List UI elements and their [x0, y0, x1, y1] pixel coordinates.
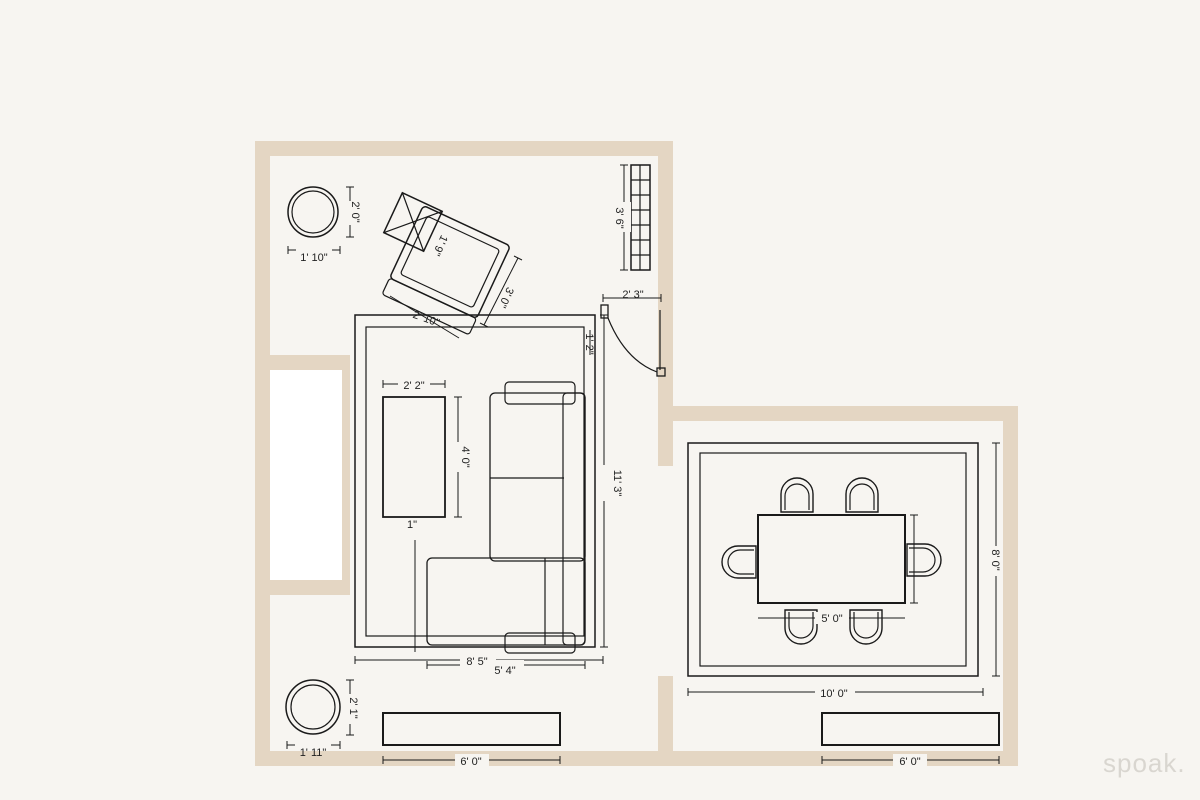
dim-side-table-bottom-h: 2' 1": [347, 697, 359, 718]
living-rug-outer: [354, 314, 596, 648]
dining-chair: [784, 609, 818, 645]
dim-door-w: 2' 3": [622, 289, 643, 301]
dining-rug-outer: [687, 442, 979, 677]
dim-side-table-top-w: 1' 10": [300, 252, 328, 264]
dining-chair: [906, 543, 942, 577]
side-table-bottom-inner: [290, 684, 336, 730]
side-table-top-inner: [291, 190, 335, 234]
armchair: [382, 206, 510, 335]
dim-coffee-w: 2' 2": [403, 380, 424, 392]
dim-chair-d: 3' 0": [496, 285, 516, 309]
dim-side-table-top-h: 2' 0": [349, 201, 361, 222]
console-right: [821, 712, 1000, 746]
wall-right: [1003, 406, 1018, 766]
dim-door-gap: 1' 2": [583, 333, 595, 354]
wall-dining-top: [658, 406, 1018, 421]
dining-rug-inner: [699, 452, 967, 667]
side-table-top: [287, 186, 339, 238]
wall-mid-upper: [658, 141, 673, 466]
walls: [255, 141, 1018, 766]
wall-mid-lower: [658, 676, 673, 766]
dining-chair: [721, 545, 757, 579]
dim-rug-h: 11' 3": [611, 470, 623, 497]
dim-rug-w: 8' 5": [466, 656, 487, 668]
dining-table: [757, 514, 906, 604]
wall-left: [255, 141, 270, 766]
side-table-bottom: [285, 679, 341, 735]
dim-dining-table-w: 5' 0": [821, 613, 842, 625]
closet-interior: [270, 370, 342, 580]
dim-sofa-w: 5' 4": [494, 665, 515, 677]
wall-bottom: [255, 751, 1018, 766]
dim-bookshelf-h: 3' 6": [613, 207, 625, 228]
dim-console-left-w: 6' 0": [460, 756, 481, 768]
bookshelf: [630, 164, 651, 271]
dim-side-table-bottom-w: 1' 11": [300, 747, 327, 759]
dining-chairs: [721, 477, 942, 645]
spoak-logo: spoak.: [1103, 748, 1186, 778]
dim-chair-seat: 1' 9": [430, 233, 450, 257]
dining-chair: [845, 477, 879, 513]
coffee-table: [382, 396, 446, 518]
dining-chair: [780, 477, 814, 513]
dim-dining-rug-h: 8' 0": [989, 549, 1001, 570]
living-rug-inner: [365, 326, 585, 637]
furniture: [285, 164, 1000, 746]
sectional-sofa: [426, 381, 586, 654]
dim-coffee-gap: 1": [407, 519, 417, 531]
dim-coffee-h: 4' 0": [459, 446, 471, 467]
dim-console-right-w: 6' 0": [899, 756, 920, 768]
dim-dining-rug-w: 10' 0": [820, 688, 848, 700]
console-left: [382, 712, 561, 746]
dimension-labels: 2' 0" 1' 10" 3' 6" 3' 0" 2' 10" 1' 9" 2'…: [295, 201, 1003, 768]
ottoman: [382, 191, 444, 253]
dining-chair: [849, 609, 883, 645]
door: [600, 304, 666, 377]
wall-top: [255, 141, 673, 156]
